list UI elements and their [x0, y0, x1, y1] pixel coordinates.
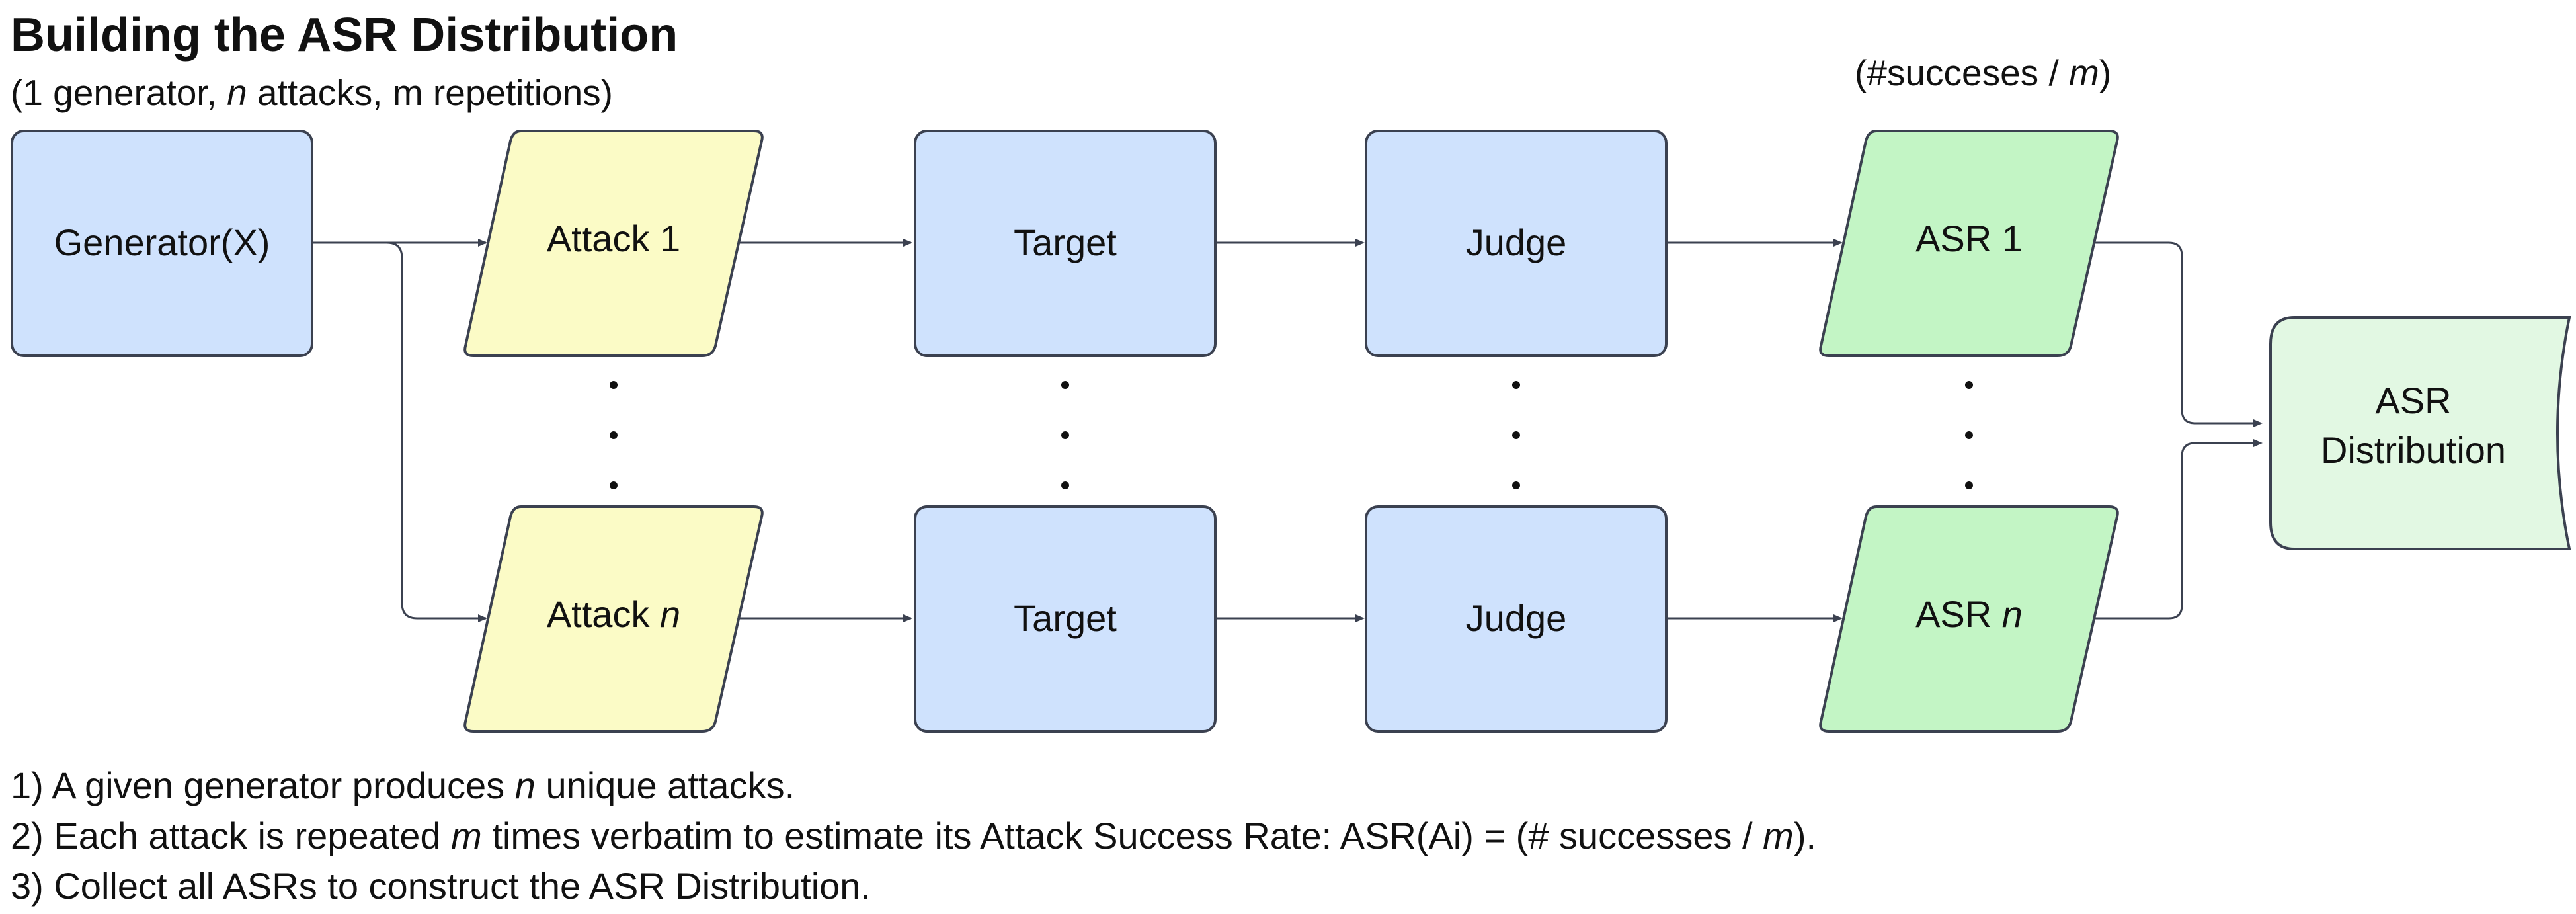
target-n-node: Target	[914, 505, 1217, 733]
distribution-label-line2: Distribution	[2321, 429, 2506, 471]
subtitle-n: n	[227, 72, 247, 113]
attack-n-var: n	[660, 593, 680, 635]
note-2-b: times verbatim to estimate its Attack Su…	[481, 815, 1763, 856]
subtitle-part2: attacks, m repetitions)	[247, 72, 613, 113]
target-n-label: Target	[1014, 597, 1117, 639]
generator-node: Generator(X)	[11, 130, 313, 357]
arrow-generator-to-attack-n	[386, 241, 487, 622]
connectors	[312, 239, 2263, 622]
asr-success-note: (#succeses / m)	[1855, 52, 2111, 94]
asr-n-text: ASR	[1915, 593, 2002, 635]
arrow-asr-n-to-distribution	[2092, 439, 2263, 620]
distribution-label-line1: ASR	[2375, 380, 2451, 421]
judge-1-node: Judge	[1365, 130, 1668, 357]
attack-n-node: Attack n	[463, 505, 764, 733]
ellipsis-dots	[610, 381, 1973, 489]
judge-n-node: Judge	[1365, 505, 1668, 733]
note-3-a: 3) Collect all ASRs to construct the ASR…	[11, 865, 871, 907]
judge-1-label: Judge	[1466, 222, 1567, 263]
note-1: 1) A given generator produces n unique a…	[11, 761, 1816, 811]
note-2-i: m	[451, 815, 482, 856]
subtitle-part1: (1 generator,	[11, 72, 227, 113]
judge-n-label: Judge	[1466, 597, 1567, 639]
attack-1-label: Attack 1	[547, 218, 680, 259]
explanation-notes: 1) A given generator produces n unique a…	[11, 761, 1816, 911]
flow-diagram: Generator(X) Attack 1 Attack n Target Ta…	[11, 130, 2571, 733]
attack-n-label: Attack n	[547, 593, 680, 635]
note-3: 3) Collect all ASRs to construct the ASR…	[11, 861, 1816, 911]
ellipsis-attack-icon	[610, 381, 618, 489]
asr-n-label: ASR n	[1915, 593, 2023, 635]
ellipsis-asr-icon	[1965, 381, 1973, 489]
ellipsis-target-icon	[1061, 381, 1069, 489]
attack-n-text: Attack	[547, 593, 660, 635]
note-1-i: n	[514, 765, 536, 806]
asr-note-part2: )	[2099, 52, 2112, 93]
note-2-i2: m	[1763, 815, 1794, 856]
note-1-b: unique attacks.	[535, 765, 795, 806]
asr-1-node: ASR 1	[1819, 130, 2119, 357]
note-2-c: ).	[1793, 815, 1817, 856]
ellipsis-judge-icon	[1512, 381, 1520, 489]
note-2: 2) Each attack is repeated m times verba…	[11, 811, 1816, 861]
diagram-title: Building the ASR Distribution	[11, 9, 678, 62]
asr-note-m: m	[2069, 52, 2099, 93]
asr-note-part1: (#succeses /	[1855, 52, 2070, 93]
attack-1-node: Attack 1	[463, 130, 764, 357]
arrow-asr-1-to-distribution	[2092, 241, 2263, 427]
target-1-label: Target	[1014, 222, 1117, 263]
note-1-a: 1) A given generator produces	[11, 765, 515, 806]
target-1-node: Target	[914, 130, 1217, 357]
generator-label: Generator(X)	[54, 222, 270, 263]
note-2-a: 2) Each attack is repeated	[11, 815, 452, 856]
asr-n-node: ASR n	[1819, 505, 2119, 733]
asr-n-var: n	[2002, 593, 2023, 635]
diagram-subtitle: (1 generator, n attacks, m repetitions)	[11, 71, 613, 114]
asr-distribution-node: ASR Distribution	[2269, 316, 2571, 550]
asr-1-label: ASR 1	[1915, 218, 2023, 259]
